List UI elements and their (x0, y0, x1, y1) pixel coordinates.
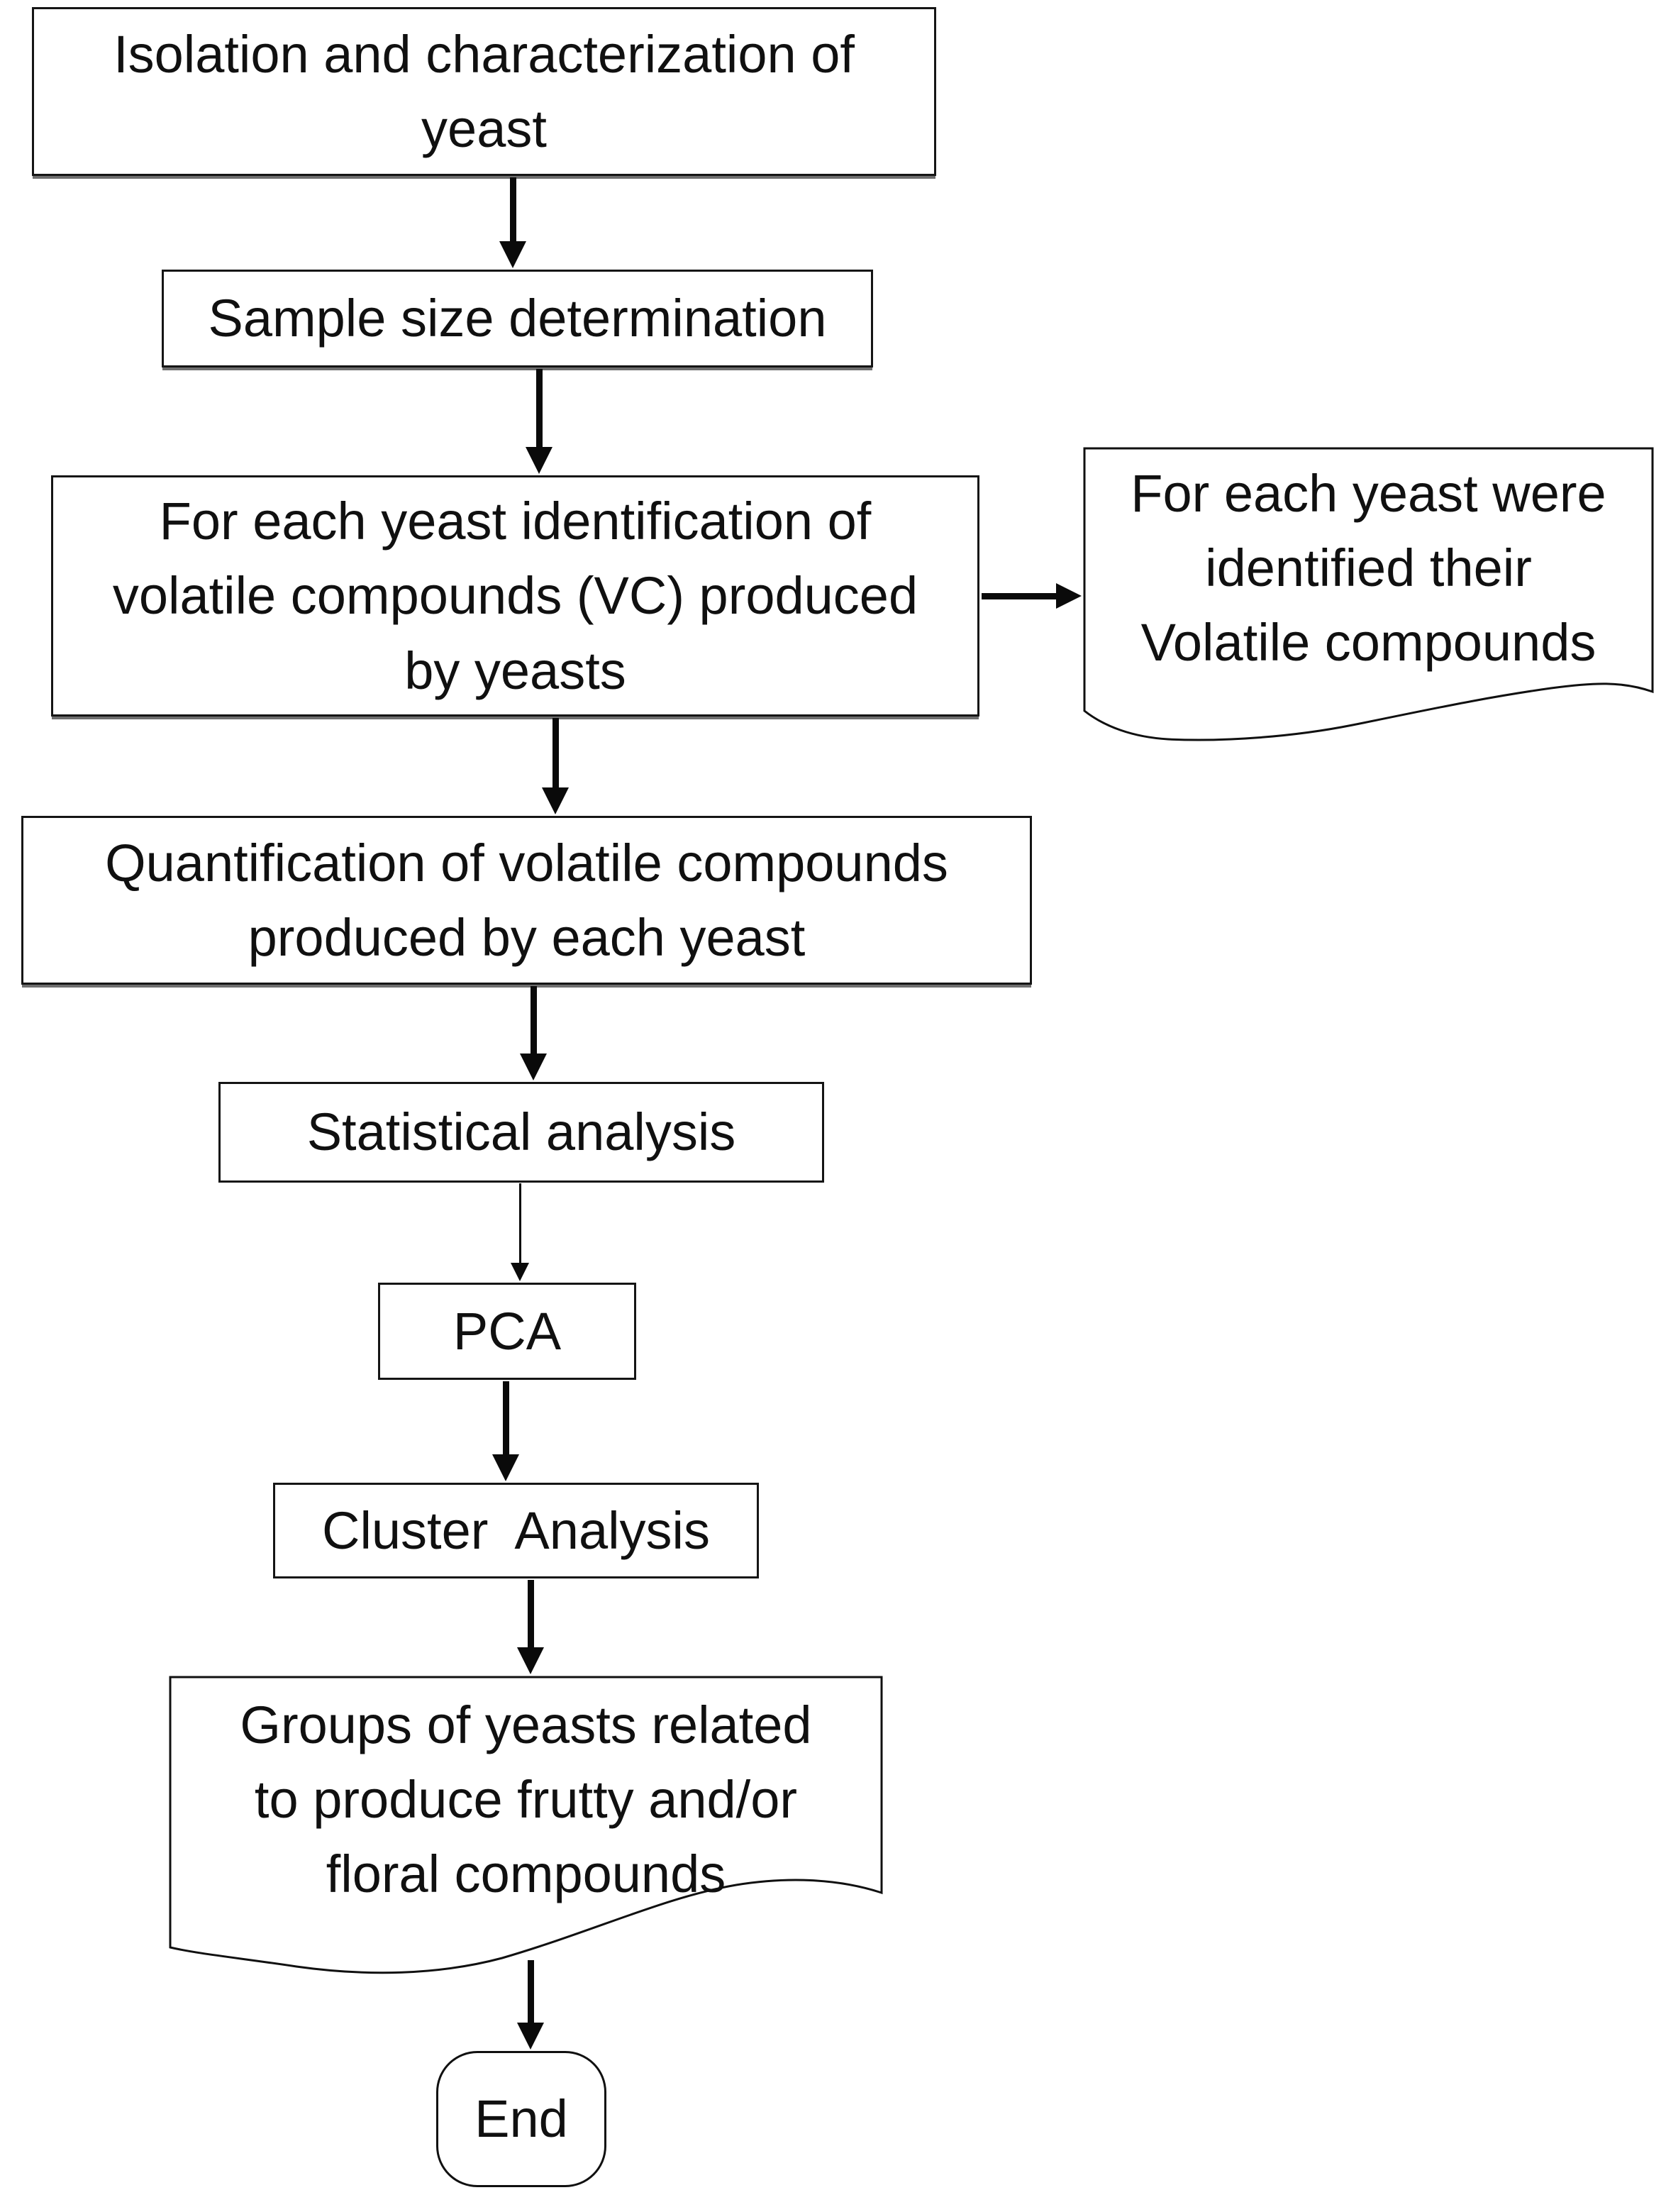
arrow-groups-doc-to-end (517, 1960, 544, 2050)
flowchart-node-vc-identified-doc: For each yeast were identified their Vol… (1083, 447, 1654, 741)
flowchart-node-pca: PCA (378, 1283, 636, 1380)
arrow-shaft (535, 369, 543, 447)
flowchart-node-groups-doc: Groups of yeasts related to produce frut… (169, 1676, 883, 1978)
arrowhead-down-icon (499, 241, 526, 268)
arrow-shaft (982, 592, 1056, 599)
arrowhead-down-icon (520, 1054, 547, 1080)
arrow-pca-to-cluster-analysis (492, 1381, 519, 1481)
arrow-shaft (527, 1960, 534, 2023)
flowchart-node-end: End (436, 2051, 606, 2187)
arrow-isolation-to-sample-size (499, 177, 526, 268)
arrow-shaft (502, 1381, 509, 1454)
flowchart-node-statistical-analysis: Statistical analysis (218, 1082, 824, 1183)
arrow-statistical-analysis-to-pca (511, 1183, 529, 1281)
document-shape (1083, 447, 1654, 741)
arrowhead-right-icon (1056, 583, 1082, 609)
arrow-vc-identification-to-vc-identified-doc (982, 583, 1082, 609)
arrow-quantification-to-statistical-analysis (520, 986, 547, 1080)
arrowhead-down-icon (542, 787, 569, 814)
node-label: For each yeast were identified their Vol… (1131, 463, 1606, 672)
arrow-shaft (552, 718, 559, 787)
arrow-shaft (527, 1580, 534, 1647)
arrowhead-down-icon (526, 447, 552, 474)
node-label: Sample size determination (208, 289, 827, 348)
arrowhead-down-icon (492, 1454, 519, 1481)
node-label: Quantification of volatile compounds pro… (105, 833, 948, 967)
flowchart-node-isolation: Isolation and characterization of yeast (32, 7, 936, 176)
flowchart-node-quantification: Quantification of volatile compounds pro… (21, 816, 1032, 985)
document-label-area: For each yeast were identified their Vol… (1083, 447, 1654, 688)
arrow-shaft (518, 1183, 521, 1263)
node-label: For each yeast identification of volatil… (112, 492, 918, 700)
flowchart-node-vc-identification: For each yeast identification of volatil… (51, 475, 979, 717)
document-shape (169, 1676, 883, 1974)
node-label: Cluster Analysis (322, 1500, 710, 1560)
arrowhead-down-icon (511, 1263, 529, 1281)
flowchart-node-sample-size: Sample size determination (162, 270, 873, 367)
node-label: PCA (452, 1301, 562, 1361)
arrow-cluster-analysis-to-groups-doc (517, 1580, 544, 1674)
arrow-shaft (509, 177, 516, 241)
arrow-shaft (530, 986, 537, 1054)
arrow-sample-size-to-vc-identification (526, 369, 552, 474)
flowchart-node-cluster-analysis: Cluster Analysis (273, 1483, 759, 1578)
arrowhead-down-icon (517, 2023, 544, 2050)
document-label-area: Groups of yeasts related to produce frut… (169, 1676, 883, 1923)
node-label: Statistical analysis (306, 1102, 736, 1162)
node-label: Groups of yeasts related to produce frut… (240, 1696, 812, 1904)
arrow-vc-identification-to-quantification (542, 718, 569, 814)
node-label: End (474, 2089, 568, 2149)
arrowhead-down-icon (517, 1647, 544, 1674)
node-label: Isolation and characterization of yeast (113, 24, 855, 158)
